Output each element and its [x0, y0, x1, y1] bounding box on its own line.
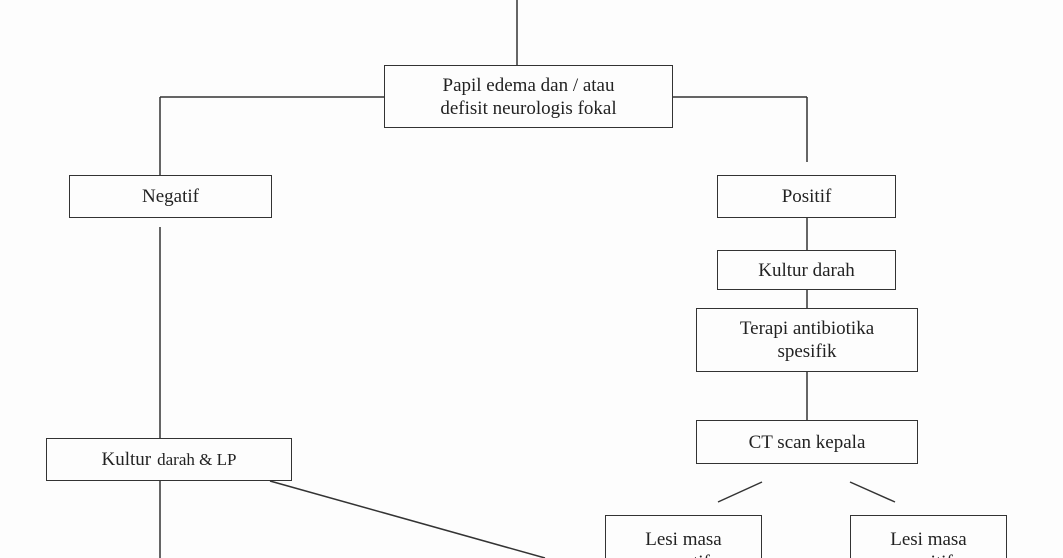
- lesi-masa-negatif-box: Lesi masa negatif: [605, 515, 762, 558]
- connector-ct-to-lesi-right: [849, 481, 896, 503]
- papil-edema-line2: defisit neurologis fokal: [440, 97, 617, 119]
- negatif-box: Negatif: [69, 175, 272, 218]
- kultur-lp-part1: Kultur: [101, 449, 152, 470]
- terapi-antibiotika-box: Terapi antibiotika spesifik: [696, 308, 918, 372]
- ct-scan-box: CT scan kepala: [696, 420, 918, 464]
- lesi-positif-line1: Lesi masa: [890, 529, 967, 550]
- kultur-darah-lp-box: Kultur darah & LP: [46, 438, 292, 481]
- negatif-label: Negatif: [142, 186, 199, 207]
- lesi-negatif-line1: Lesi masa: [645, 529, 722, 550]
- ct-scan-label: CT scan kepala: [748, 431, 866, 453]
- lesi-negatif-line2: negatif: [657, 551, 710, 558]
- kultur-darah-box: Kultur darah: [717, 250, 896, 290]
- connector-ct-to-lesi-left: [717, 481, 763, 503]
- papil-edema-line1: Papil edema dan / atau: [442, 74, 615, 96]
- kultur-darah-label: Kultur darah: [758, 259, 855, 281]
- lesi-masa-positif-box: Lesi masa positif: [850, 515, 1007, 558]
- kultur-lp-part2: darah & LP: [157, 450, 237, 469]
- positif-box: Positif: [717, 175, 896, 218]
- terapi-line2: spesifik: [777, 341, 837, 362]
- positif-label: Positif: [781, 186, 832, 207]
- terapi-line1: Terapi antibiotika: [739, 318, 875, 339]
- connector-kultur-lp-diagonal: [269, 480, 546, 558]
- lesi-positif-line2: positif: [904, 551, 953, 558]
- papil-edema-box: Papil edema dan / atau defisit neurologi…: [384, 65, 673, 128]
